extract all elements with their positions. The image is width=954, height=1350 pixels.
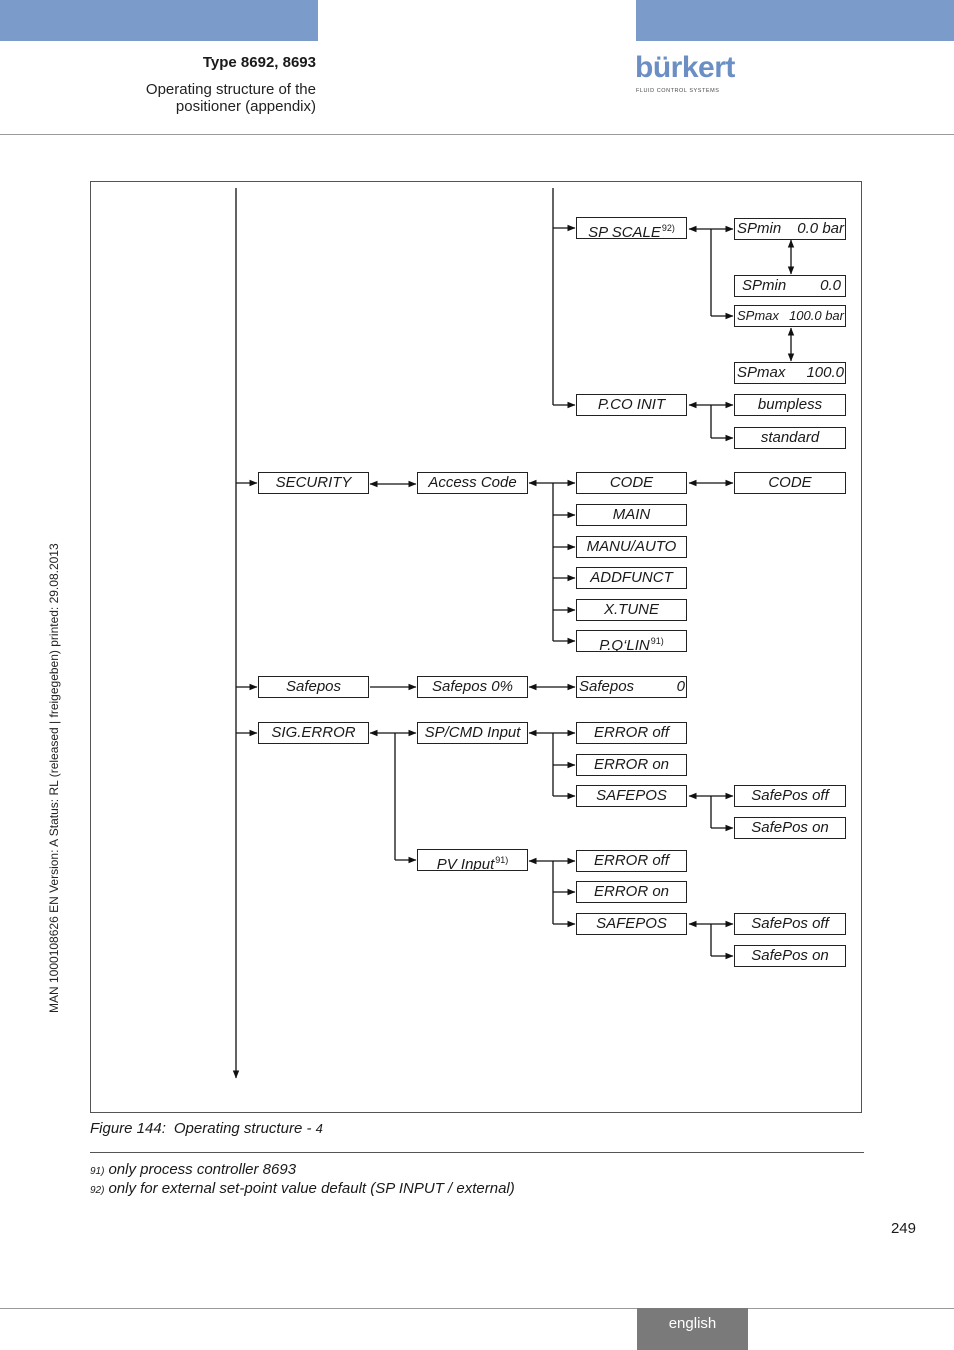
language-tab: english <box>637 1308 748 1350</box>
node-xtune: X.TUNE <box>576 599 687 621</box>
footnote-ref: 92) <box>661 223 675 233</box>
footnote-ref: 91) <box>650 636 664 646</box>
node-spmax-value: SPmax 100.0 <box>734 362 846 384</box>
node-pv-input: PV Input91) <box>417 849 528 871</box>
caption-label: Figure 144: <box>90 1120 166 1137</box>
logo-wordmark: bürkert <box>635 51 735 84</box>
node-spmax-bar: SPmax 100.0 bar <box>734 305 846 327</box>
node-value: 0 <box>676 678 685 695</box>
node-sig-error: SIG.ERROR <box>258 722 369 744</box>
footnote-ref: 91) <box>495 855 509 865</box>
node-label: P.Q‘LIN <box>599 637 650 652</box>
node-error-on: ERROR on <box>576 881 687 903</box>
node-error-off: ERROR off <box>576 850 687 872</box>
node-main: MAIN <box>576 504 687 526</box>
node-safepos-on: SafePos on <box>734 945 846 967</box>
node-addfunct: ADDFUNCT <box>576 567 687 589</box>
node-standard: standard <box>734 427 846 449</box>
node-value: 0.0 bar <box>797 220 844 237</box>
node-manu-auto: MANU/AUTO <box>576 536 687 558</box>
node-value: 100.0 <box>806 364 844 381</box>
node-safepos-caps: SAFEPOS <box>576 913 687 935</box>
node-security: SECURITY <box>258 472 369 494</box>
node-value: 100.0 bar <box>789 308 844 323</box>
node-sp-cmd-input: SP/CMD Input <box>417 722 528 744</box>
node-label: SPmax <box>737 308 779 323</box>
document-title: Type 8692, 8693 <box>202 54 316 71</box>
node-spmin-value: SPmin 0.0 <box>734 275 846 297</box>
node-safepos: Safepos <box>258 676 369 698</box>
subtitle-line: Operating structure of the <box>145 81 316 98</box>
node-label: PV Input <box>436 856 495 871</box>
node-pqlin: P.Q‘LIN91) <box>576 630 687 652</box>
header-divider <box>0 134 954 135</box>
node-label: Safepos <box>579 678 635 695</box>
footnote-mark: 91) <box>90 1166 105 1177</box>
node-sp-scale: SP SCALE92) <box>576 217 687 239</box>
logo-tagline: FLUID CONTROL SYSTEMS <box>636 88 720 94</box>
footnote-text: only process controller 8693 <box>108 1161 297 1178</box>
subtitle-line: positioner (appendix) <box>175 98 316 115</box>
node-error-off: ERROR off <box>576 722 687 744</box>
document-status-text: MAN 1000108626 EN Version: A Status: RL … <box>47 543 61 1013</box>
node-safepos-value: Safepos 0 <box>576 676 687 698</box>
header-bar-right <box>636 0 954 41</box>
footnote-91: 91)only process controller 8693 <box>90 1161 296 1178</box>
node-code-entry: CODE <box>734 472 846 494</box>
node-safepos-on: SafePos on <box>734 817 846 839</box>
node-label: SPmin <box>737 220 782 237</box>
header-bar-left <box>0 0 318 41</box>
node-safepos-off: SafePos off <box>734 785 846 807</box>
footnote-text: only for external set-point value defaul… <box>108 1180 515 1197</box>
diagram-connectors <box>232 188 795 1079</box>
figure-frame: SP SCALE92) SPmin 0.0 bar SPmin 0.0 SPmax 1… <box>90 181 862 1113</box>
node-label: SP SCALE <box>588 224 661 239</box>
node-safepos-caps: SAFEPOS <box>576 785 687 807</box>
node-code: CODE <box>576 472 687 494</box>
footer-divider <box>0 1308 954 1309</box>
node-spmin-bar: SPmin 0.0 bar <box>734 218 846 240</box>
node-label: SPmax <box>737 364 786 381</box>
footnote-92: 92)only for external set-point value def… <box>90 1180 515 1197</box>
page-number: 249 <box>890 1220 916 1237</box>
node-safepos-percent: Safepos 0% <box>417 676 528 698</box>
footnote-mark: 92) <box>90 1185 105 1196</box>
footnote-divider <box>90 1152 864 1153</box>
node-value: 0.0 <box>820 277 841 294</box>
burkert-logo: bürkert FLUID CONTROL SYSTEMS <box>635 51 735 97</box>
node-error-on: ERROR on <box>576 754 687 776</box>
caption-number: 4 <box>315 1121 323 1136</box>
figure-caption: Figure 144: Operating structure - 4 <box>90 1120 323 1137</box>
node-safepos-off: SafePos off <box>734 913 846 935</box>
caption-text: Operating structure - <box>173 1120 316 1137</box>
node-pco-init: P.CO INIT <box>576 394 687 416</box>
document-subtitle: Operating structure of the positioner (a… <box>146 81 316 115</box>
node-label: SPmin <box>742 277 787 294</box>
node-bumpless: bumpless <box>734 394 846 416</box>
node-access-code: Access Code <box>417 472 528 494</box>
